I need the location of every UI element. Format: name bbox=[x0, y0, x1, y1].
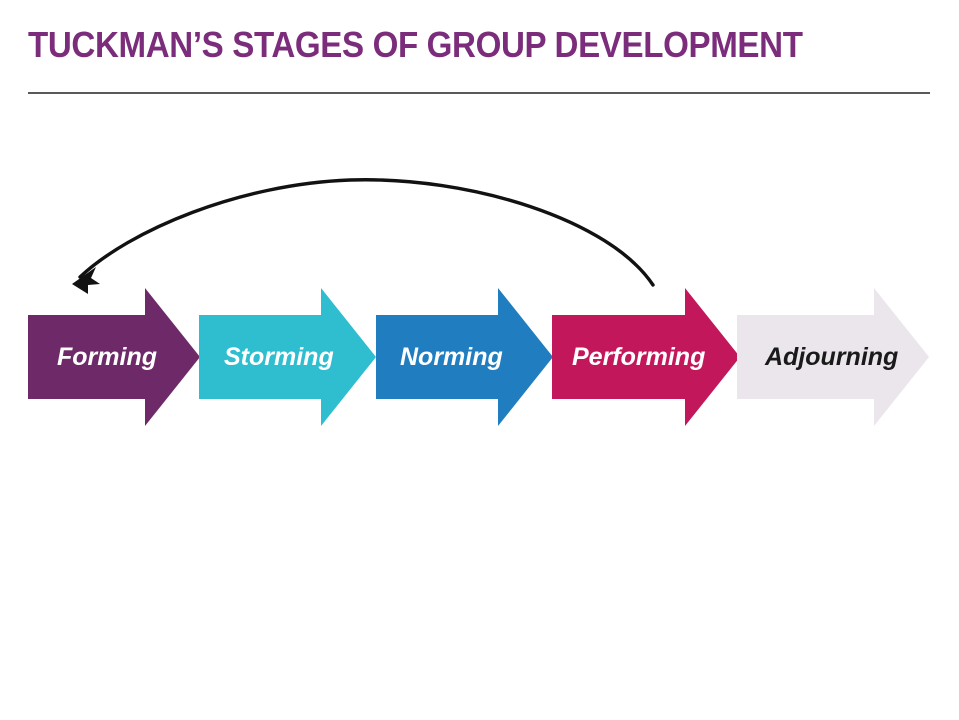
stage-arrow-performing[interactable]: Performing bbox=[552, 288, 740, 426]
title-divider bbox=[28, 92, 930, 94]
chevron-arrow-shape bbox=[28, 288, 200, 426]
stage-arrow-norming[interactable]: Norming bbox=[376, 288, 553, 426]
chevron-arrow-shape bbox=[552, 288, 740, 426]
stage-arrow-forming[interactable]: Forming bbox=[28, 288, 200, 426]
chevron-arrow-shape bbox=[376, 288, 553, 426]
page-title: TUCKMAN’S STAGES OF GROUP DEVELOPMENT bbox=[28, 24, 803, 65]
stage-arrow-adjourning[interactable]: Adjourning bbox=[737, 288, 929, 426]
chevron-arrow-shape bbox=[199, 288, 376, 426]
feedback-loop-curve bbox=[78, 178, 655, 287]
stage-arrow-storming[interactable]: Storming bbox=[199, 288, 376, 426]
chevron-arrow-shape bbox=[737, 288, 929, 426]
